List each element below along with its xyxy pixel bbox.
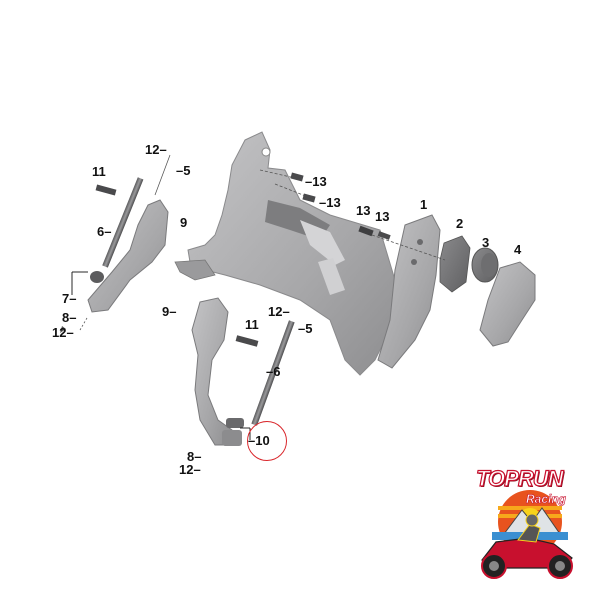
label-2: 2: [456, 216, 464, 231]
label-6: 6–: [97, 224, 112, 239]
label-11: 11: [92, 164, 106, 179]
label-13: –13: [305, 174, 327, 189]
label-12: 12–: [145, 142, 167, 157]
part-2-holder: [439, 235, 471, 293]
highlight-circle-part-10: [247, 421, 287, 461]
toprun-racing-logo: TOPRUN Racing: [468, 462, 588, 588]
label-11: 11: [245, 317, 259, 332]
logo-artwork: [481, 490, 573, 579]
main-bracket: [174, 131, 396, 376]
label-5: –5: [298, 321, 313, 336]
left-strut-assembly: [60, 154, 171, 333]
label-8: 8–: [62, 310, 77, 325]
label-1: 1: [420, 197, 428, 212]
part-3-round: [471, 247, 499, 283]
label-10: –10: [248, 433, 270, 448]
label-12: 12–: [52, 325, 74, 340]
label-5: –5: [176, 163, 191, 178]
logo-subtitle: Racing: [526, 492, 567, 507]
label-6: –6: [266, 364, 281, 379]
label-7: 7–: [62, 291, 77, 306]
label-3: 3: [482, 235, 490, 250]
logo-title: TOPRUN: [475, 465, 564, 491]
label-4: 4: [514, 242, 522, 257]
label-9: 9: [180, 215, 188, 230]
label-13: 13: [356, 203, 371, 218]
label-12: 12–: [179, 462, 201, 477]
label-13: –13: [319, 195, 341, 210]
lower-strut-assembly: [191, 297, 295, 446]
label-12: 12–: [268, 304, 290, 319]
part-4-cover: [479, 261, 536, 347]
label-9: 9–: [162, 304, 177, 319]
label-13: 13: [375, 209, 390, 224]
label-8: 8–: [187, 449, 202, 464]
bolts-13: [259, 169, 446, 261]
